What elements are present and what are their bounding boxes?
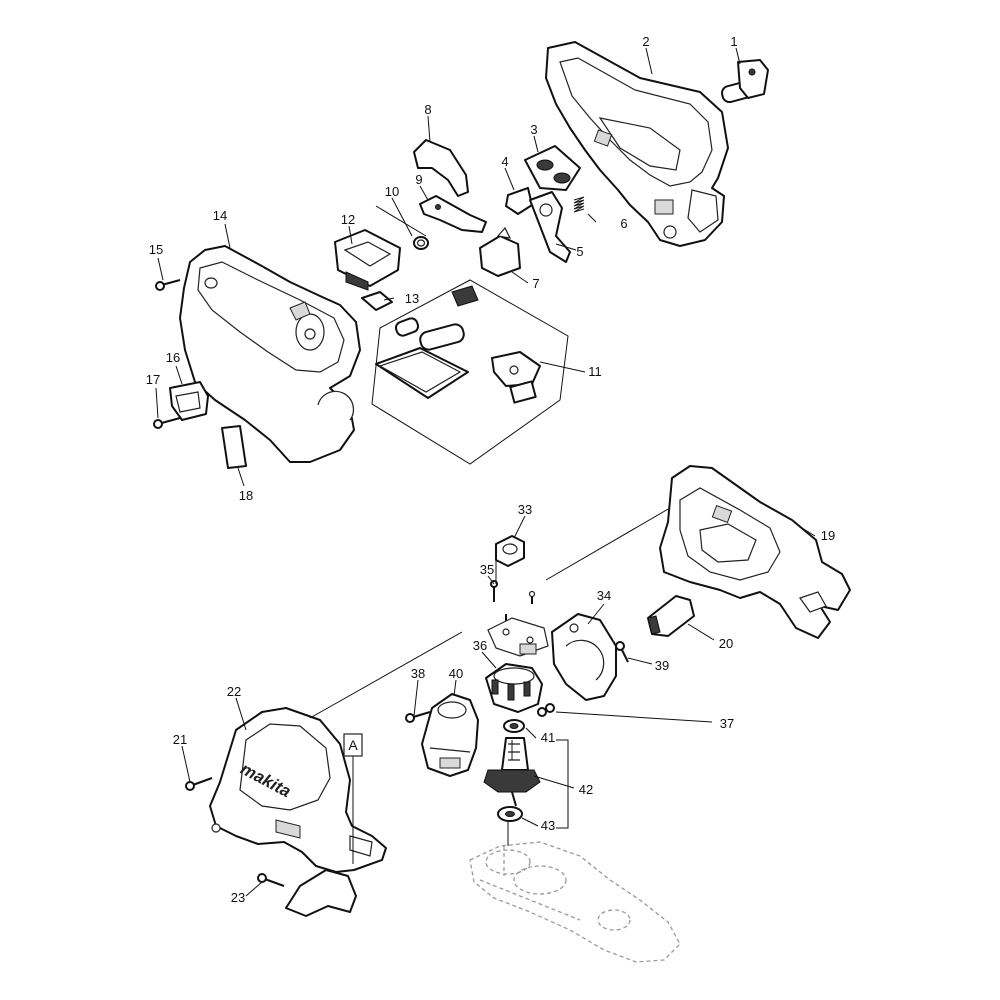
part-34-motor-bracket — [551, 613, 617, 701]
part-42-rotor — [483, 737, 541, 807]
callout-7: 7 — [532, 276, 539, 291]
callout-2: 2 — [642, 34, 649, 49]
callout-43: 43 — [541, 818, 555, 833]
part-35-screws — [490, 580, 536, 624]
part-38-screw — [405, 711, 431, 723]
part-5-switch-lever — [529, 191, 571, 263]
ghost-gear-assembly — [469, 841, 681, 963]
callout-16: 16 — [166, 350, 180, 365]
part-41-bearing — [503, 719, 525, 733]
part-37-screws — [537, 703, 555, 717]
callout-3: 3 — [530, 122, 537, 137]
part-33-bearing-block — [495, 535, 525, 567]
part-43-bearing — [497, 806, 523, 822]
callout-12: 12 — [341, 212, 355, 227]
callout-19: 19 — [821, 528, 835, 543]
callout-1: 1 — [730, 34, 737, 49]
view-marker-a: A — [343, 733, 363, 864]
part-22-front-cover: makita — [209, 707, 387, 873]
part-sensor-plate — [487, 617, 549, 657]
callout-5: 5 — [576, 244, 583, 259]
callout-14: 14 — [213, 208, 227, 223]
part-4-catch — [505, 187, 533, 215]
callout-18: 18 — [239, 488, 253, 503]
callout-4: 4 — [501, 154, 508, 169]
callout-42: 42 — [579, 782, 593, 797]
part-40-motor-housing — [421, 693, 479, 777]
part-11-controller-assembly — [371, 279, 569, 465]
part-23-blade-guard — [257, 869, 357, 917]
part-16-button — [169, 381, 209, 421]
callout-41: 41 — [541, 730, 555, 745]
callout-6: 6 — [620, 216, 627, 231]
part-8-trigger-cover — [413, 139, 469, 197]
lower-leader-lines — [181, 515, 816, 897]
part-6-spring — [573, 196, 585, 213]
callout-36: 36 — [473, 638, 487, 653]
callout-39: 39 — [655, 658, 669, 673]
callout-34: 34 — [597, 588, 611, 603]
callout-33: 33 — [518, 502, 532, 517]
part-3-switch-cap — [524, 145, 581, 191]
upper-leader-lines — [155, 47, 741, 487]
callout-20: 20 — [719, 636, 733, 651]
part-14-housing-half — [179, 245, 361, 463]
part-9-trigger — [419, 195, 487, 233]
callout-40: 40 — [449, 666, 463, 681]
callout-35: 35 — [480, 562, 494, 577]
callout-23: 23 — [231, 890, 245, 905]
callout-11: 11 — [588, 364, 602, 379]
callout-13: 13 — [405, 291, 419, 306]
callout-37: 37 — [720, 716, 734, 731]
lower-assembly-lines — [309, 507, 671, 846]
callout-8: 8 — [424, 102, 431, 117]
part-21-screw — [185, 777, 213, 791]
part-17-screw — [153, 417, 181, 429]
callout-38: 38 — [411, 666, 425, 681]
part-10-spring-ring — [413, 236, 429, 250]
part-18-label-plate — [221, 425, 247, 469]
view-marker-letter: A — [348, 737, 358, 753]
callout-21: 21 — [173, 732, 187, 747]
part-1-screw-bolt — [721, 59, 769, 104]
part-39-screw — [615, 641, 629, 663]
part-36-stator — [485, 663, 543, 713]
callout-17: 17 — [146, 372, 160, 387]
callout-labels: 1 2 3 4 5 6 7 8 9 10 11 12 13 14 15 16 1… — [146, 34, 835, 905]
callout-22: 22 — [227, 684, 241, 699]
part-19-gear-housing — [659, 465, 851, 639]
callout-15: 15 — [149, 242, 163, 257]
part-13-pad — [361, 291, 393, 311]
part-7-lock-button — [479, 226, 521, 277]
part-20-cap — [647, 595, 695, 637]
part-12-switch-module — [334, 229, 401, 291]
callout-10: 10 — [385, 184, 399, 199]
part-15-screw — [155, 279, 181, 291]
callout-9: 9 — [415, 172, 422, 187]
bracket-41-43 — [556, 739, 569, 829]
part-2-rear-housing — [545, 41, 729, 247]
